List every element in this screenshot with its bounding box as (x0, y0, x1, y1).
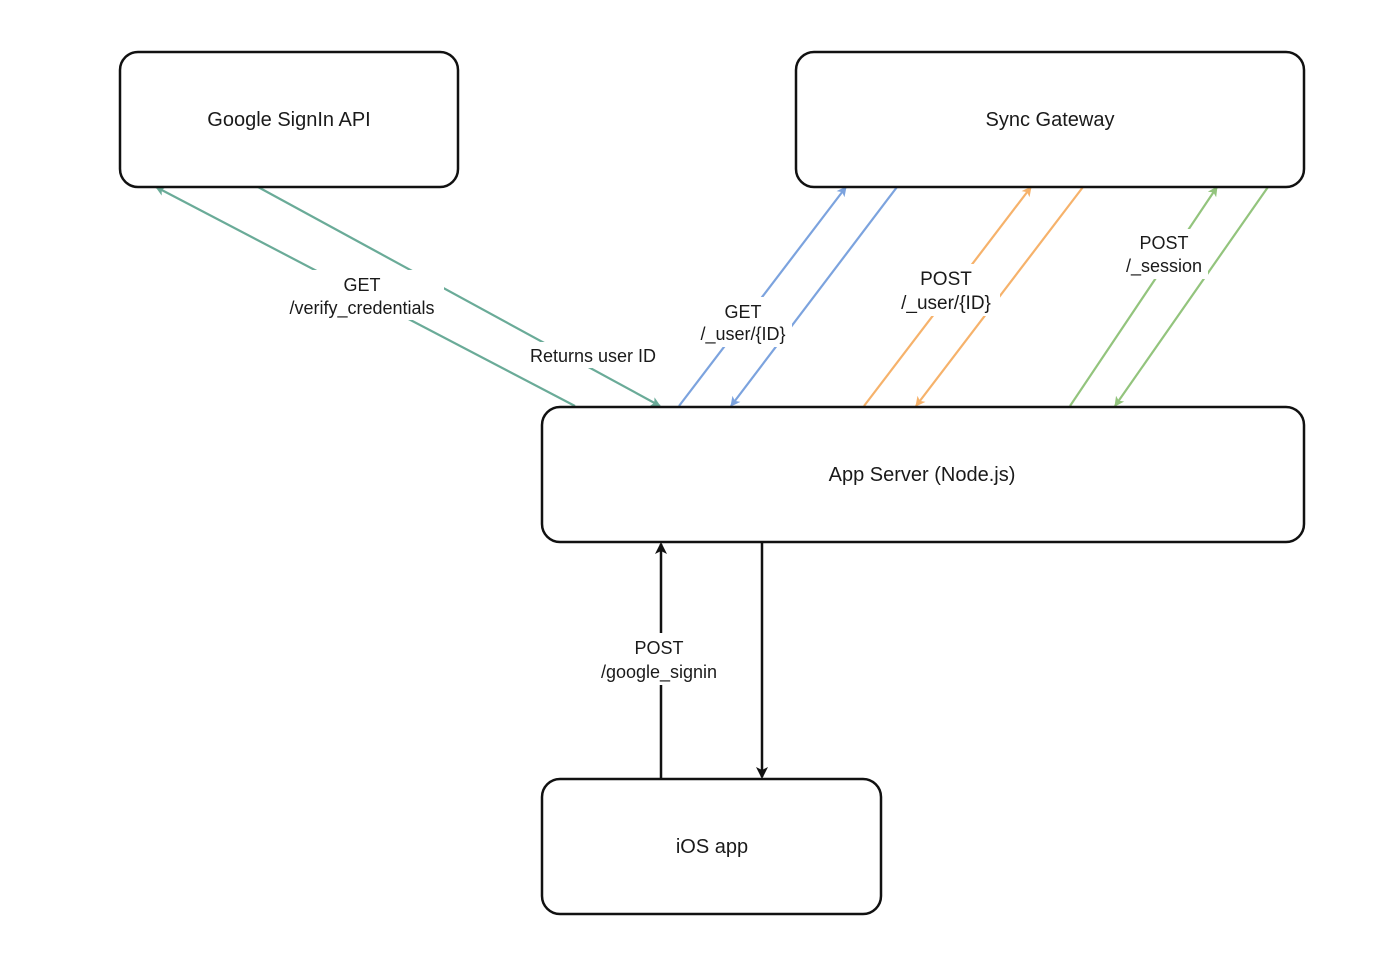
label-line-2: /_user/{ID} (700, 324, 785, 345)
edge-post-session-request (1069, 186, 1218, 407)
node-ios-app: iOS app (540, 777, 883, 916)
label-line-1: POST (634, 638, 683, 658)
label-post-user: POST /_user/{ID} (894, 264, 1000, 316)
label-post-session: POST /_session (1120, 229, 1208, 279)
label-line-2: /google_signin (601, 662, 717, 683)
label-returns-user-id: Returns user ID (525, 342, 661, 368)
edge-post-session-response (1114, 186, 1269, 407)
label-line-2: /_session (1126, 256, 1202, 277)
node-label: Google SignIn API (207, 109, 370, 131)
label-line-1: POST (920, 269, 972, 290)
label-verify-credentials: GET /verify_credentials (282, 270, 444, 320)
label-line-1: GET (724, 302, 761, 322)
edge-get-user-response (730, 186, 898, 407)
node-google-signin-api: Google SignIn API (118, 50, 460, 189)
node-app-server: App Server (Node.js) (540, 405, 1306, 544)
node-sync-gateway: Sync Gateway (794, 50, 1306, 189)
label-line-2: /verify_credentials (289, 298, 434, 319)
label-line-1: POST (1139, 233, 1188, 253)
edge-returns-user-id (257, 186, 661, 407)
label-google-signin: POST /google_signin (590, 633, 728, 685)
node-label: App Server (Node.js) (829, 464, 1016, 486)
label-line-1: Returns user ID (530, 346, 656, 366)
edge-get-user-request (678, 186, 847, 407)
node-label: Sync Gateway (986, 109, 1115, 131)
node-label: iOS app (676, 836, 748, 858)
label-get-user: GET /_user/{ID} (694, 297, 792, 347)
label-line-2: /_user/{ID} (901, 293, 991, 314)
label-line-1: GET (343, 275, 380, 295)
